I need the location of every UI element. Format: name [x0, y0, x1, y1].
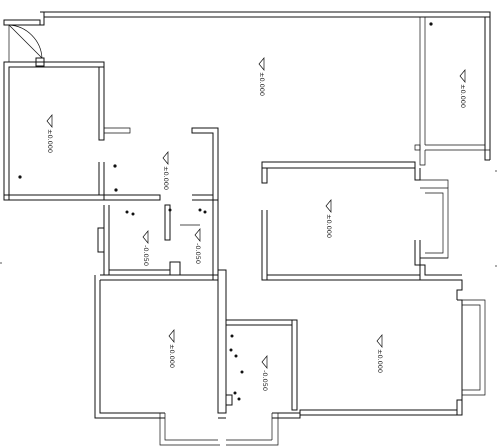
- svg-text:±0.000: ±0.000: [168, 344, 176, 368]
- elevation-markers: ±0.000 ±0.000 ±0.000 ±0.000 -0.050 -0.05…: [46, 57, 467, 391]
- balcony-northeast: [414, 17, 490, 166]
- svg-text:±0.000: ±0.000: [325, 214, 333, 238]
- drain-marker: [230, 334, 234, 338]
- drain-marker: [429, 22, 433, 26]
- drain-marker: [203, 210, 207, 214]
- elevation-bedroom-mid: ±0.000: [325, 199, 333, 238]
- drain-marker: [229, 348, 233, 352]
- drain-marker: [131, 212, 135, 216]
- entrance-door: [8, 24, 45, 67]
- west-room-bottom-wall: [4, 194, 105, 201]
- svg-text:-0.050: -0.050: [194, 243, 202, 264]
- entrance-top-wall: [3, 11, 45, 26]
- bedroom-southwest: [100, 269, 227, 446]
- elevation-balcony-ne: ±0.000: [459, 69, 467, 108]
- svg-text:±0.000: ±0.000: [46, 129, 54, 153]
- svg-text:±0.000: ±0.000: [258, 72, 266, 96]
- west-room: [98, 67, 131, 196]
- bedroom-middle: [261, 161, 449, 281]
- elevation-living: ±0.000: [258, 57, 266, 96]
- outer-walls: [3, 11, 491, 419]
- sheet-edge-marks: [0, 170, 497, 267]
- drain-marker: [198, 208, 202, 212]
- drain-marker: [125, 210, 129, 214]
- svg-text:-0.050: -0.050: [142, 245, 150, 266]
- right-wall-upper: [484, 12, 491, 161]
- elevation-room-west: ±0.000: [46, 114, 54, 153]
- elevation-bath-1: -0.050: [142, 230, 150, 266]
- svg-text:-0.050: -0.050: [261, 370, 269, 391]
- drain-marker: [234, 354, 238, 358]
- drain-marker: [18, 175, 22, 179]
- svg-text:±0.000: ±0.000: [162, 166, 170, 190]
- bedroom-southeast: [462, 299, 486, 396]
- drain-marker: [168, 208, 172, 212]
- fixture-markers: [18, 22, 433, 401]
- drain-marker: [113, 164, 117, 168]
- elevation-bedroom-sw: ±0.000: [168, 329, 176, 368]
- kitchen: [104, 127, 219, 201]
- svg-text:±0.000: ±0.000: [459, 84, 467, 108]
- bottom-wall: [94, 275, 165, 419]
- elevation-bath-2: -0.050: [194, 228, 202, 264]
- elevation-bath-3: -0.050: [261, 355, 269, 391]
- elevation-bedroom-se: ±0.000: [376, 334, 384, 373]
- bottom-wall-right: [272, 409, 458, 419]
- bottom-wall-mid: [218, 412, 226, 419]
- drain-marker: [237, 397, 241, 401]
- drain-marker: [114, 188, 118, 192]
- svg-text:±0.000: ±0.000: [376, 349, 384, 373]
- right-wall-mid: [419, 264, 463, 300]
- elevation-kitchen: ±0.000: [162, 151, 170, 190]
- drain-marker: [233, 391, 237, 395]
- bath-south: [225, 319, 298, 446]
- top-wall: [43, 11, 491, 18]
- right-wall-lower: [456, 299, 463, 416]
- drain-marker: [240, 370, 244, 374]
